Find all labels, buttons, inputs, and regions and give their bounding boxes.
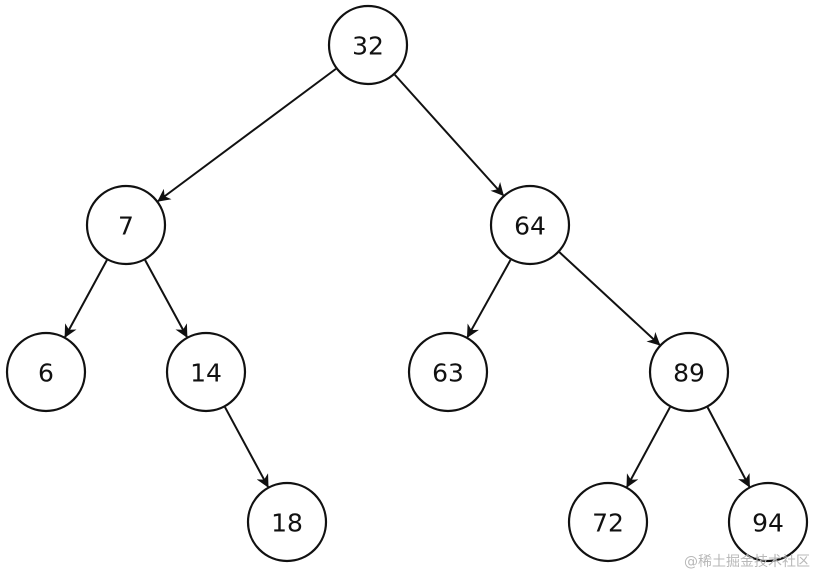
edge-n7-n6 bbox=[64, 259, 108, 338]
node-circle bbox=[407, 331, 489, 413]
tree-node-63: 63 bbox=[407, 331, 489, 413]
tree-node-89: 89 bbox=[648, 331, 730, 413]
watermark-text: @稀土掘金技术社区 bbox=[684, 554, 810, 570]
edges-layer bbox=[64, 68, 751, 488]
node-circle bbox=[727, 481, 809, 563]
node-circle bbox=[5, 331, 87, 413]
tree-node-72: 72 bbox=[567, 481, 649, 563]
node-label: 32 bbox=[352, 32, 384, 61]
tree-node-94: 94 bbox=[727, 481, 809, 563]
nodes-layer: 32 7 64 6 14 63 89 18 72 94 bbox=[5, 4, 809, 563]
tree-node-14: 14 bbox=[165, 331, 247, 413]
tree-node-7: 7 bbox=[85, 184, 167, 266]
node-label: 6 bbox=[38, 359, 54, 388]
node-circle bbox=[85, 184, 167, 266]
node-circle bbox=[246, 481, 328, 563]
tree-node-6: 6 bbox=[5, 331, 87, 413]
node-label: 14 bbox=[190, 359, 222, 388]
node-label: 89 bbox=[673, 359, 705, 388]
edge-n89-n94 bbox=[706, 406, 751, 488]
node-label: 63 bbox=[432, 359, 464, 388]
node-label: 7 bbox=[118, 212, 134, 241]
edge-n64-n63 bbox=[466, 259, 512, 339]
node-label: 94 bbox=[752, 509, 784, 538]
node-circle bbox=[567, 481, 649, 563]
tree-node-64: 64 bbox=[489, 184, 571, 266]
edge-n64-n89 bbox=[558, 251, 661, 346]
tree-node-18: 18 bbox=[246, 481, 328, 563]
edge-n14-n18 bbox=[224, 406, 269, 488]
node-circle bbox=[648, 331, 730, 413]
node-circle bbox=[165, 331, 247, 413]
tree-node-32: 32 bbox=[327, 4, 409, 86]
node-circle bbox=[489, 184, 571, 266]
node-label: 18 bbox=[271, 509, 303, 538]
edge-n89-n72 bbox=[626, 406, 671, 488]
node-label: 64 bbox=[514, 212, 546, 241]
node-label: 72 bbox=[592, 509, 624, 538]
edge-n32-n7 bbox=[157, 68, 337, 202]
edge-n7-n14 bbox=[144, 259, 188, 338]
node-circle bbox=[327, 4, 409, 86]
edge-n32-n64 bbox=[394, 74, 504, 197]
